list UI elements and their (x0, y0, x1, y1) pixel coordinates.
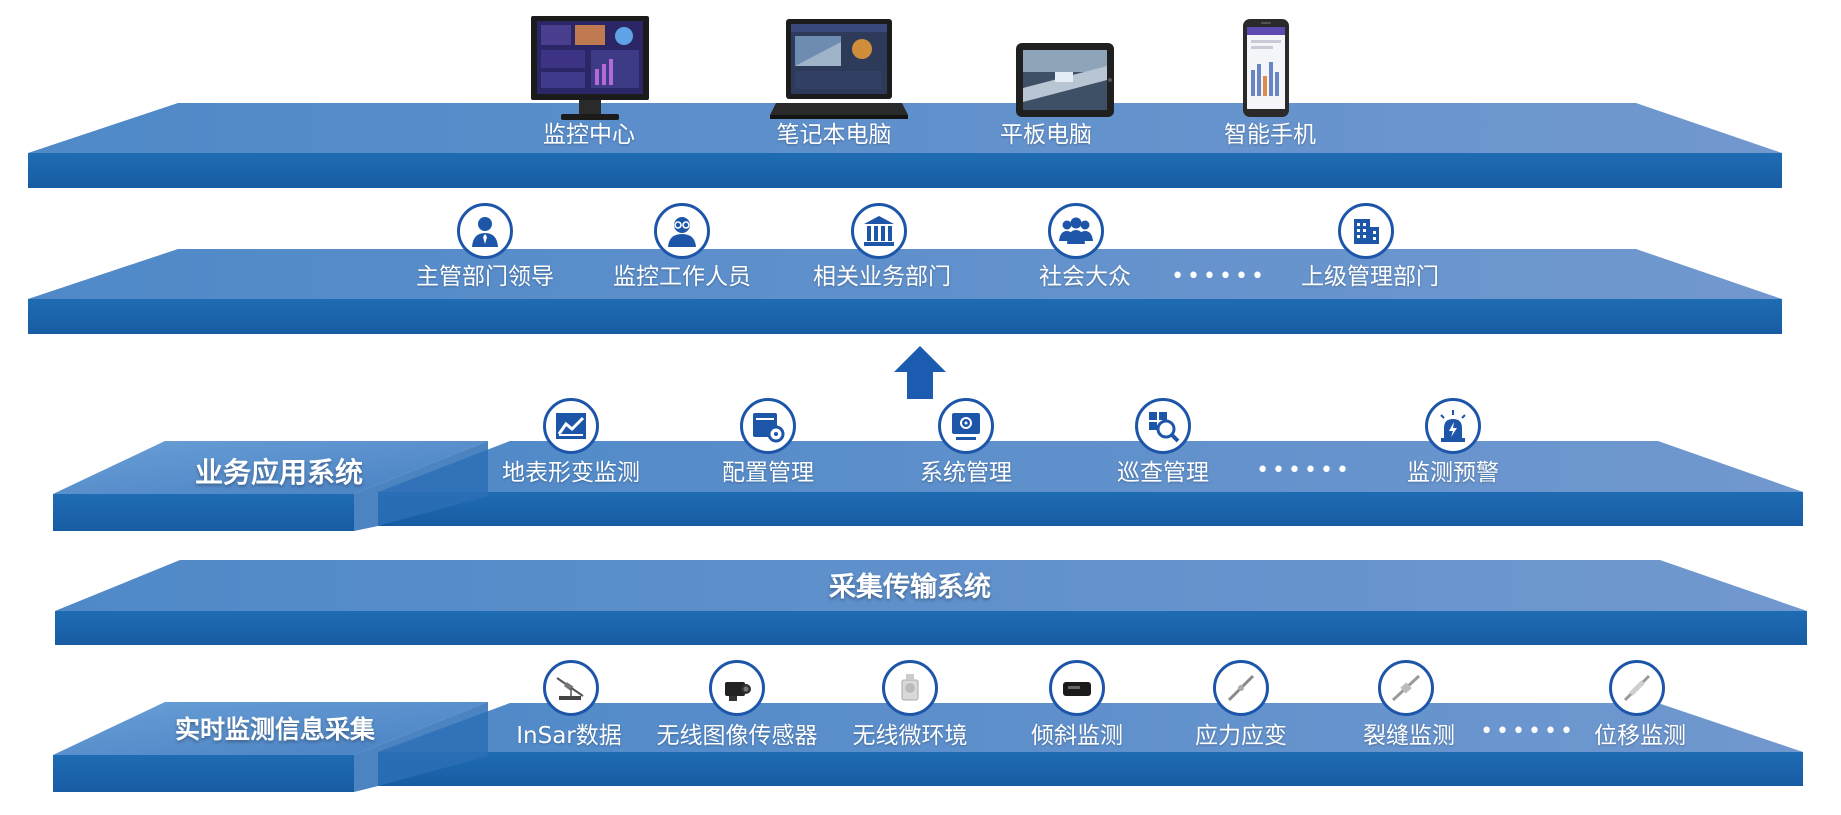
monitor-icon (529, 14, 651, 128)
upward-flow-arrow (894, 346, 946, 399)
collection-label-micro-env: 无线微环境 (852, 723, 968, 749)
staff-icon (654, 203, 710, 259)
collection-label-crack: 裂缝监测 (1363, 723, 1455, 749)
terminal-label-smartphone: 智能手机 (1224, 122, 1316, 148)
public-group-icon (1048, 203, 1104, 259)
crack-meter-icon (1378, 660, 1434, 716)
collection-ellipsis: •••••• (1480, 719, 1576, 744)
terminal-label-tablet: 平板电脑 (1000, 122, 1092, 148)
strain-gauge-icon (1213, 660, 1269, 716)
business-label-config: 配置管理 (722, 460, 814, 486)
config-gear-icon (740, 398, 796, 454)
collection-label-strain: 应力应变 (1195, 723, 1287, 749)
micro-env-sensor-icon (882, 660, 938, 716)
collection-label-camera: 无线图像传感器 (656, 723, 818, 749)
business-layer-title: 业务应用系统 (194, 456, 364, 489)
collection-label-tilt: 倾斜监测 (1031, 723, 1123, 749)
user-label-leader: 主管部门领导 (416, 264, 554, 290)
inspection-search-icon (1135, 398, 1191, 454)
collection-layer-title: 实时监测信息采集 (174, 715, 376, 744)
institution-icon (851, 203, 907, 259)
deformation-chart-icon (543, 398, 599, 454)
business-label-warning: 监测预警 (1407, 460, 1499, 486)
business-ellipsis: •••••• (1256, 458, 1352, 483)
users-platform (28, 249, 1782, 334)
user-label-staff: 监控工作人员 (613, 264, 751, 290)
tilt-sensor-icon (1049, 660, 1105, 716)
business-platform (53, 441, 1803, 531)
collection-label-displacement: 位移监测 (1594, 723, 1686, 749)
leader-icon (457, 203, 513, 259)
user-label-superior-dept: 上级管理部门 (1301, 264, 1439, 290)
terminal-label-monitor-center: 监控中心 (543, 122, 635, 148)
business-label-inspection: 巡查管理 (1117, 460, 1209, 486)
transmission-layer-title: 采集传输系统 (829, 572, 991, 603)
transmission-platform (55, 560, 1807, 645)
building-icon (1338, 203, 1394, 259)
insar-icon (543, 660, 599, 716)
smartphone-icon (1242, 18, 1290, 122)
displacement-sensor-icon (1609, 660, 1665, 716)
system-settings-icon (938, 398, 994, 454)
users-ellipsis: •••••• (1171, 264, 1267, 289)
business-label-deformation: 地表形变监测 (502, 460, 640, 486)
business-label-system: 系统管理 (920, 460, 1012, 486)
laptop-icon (770, 17, 908, 125)
camera-sensor-icon (709, 660, 765, 716)
terminal-label-laptop: 笔记本电脑 (776, 122, 892, 148)
user-label-public: 社会大众 (1039, 264, 1131, 290)
alarm-light-icon (1425, 398, 1481, 454)
tablet-icon (1015, 42, 1115, 122)
terminals-platform (28, 103, 1782, 188)
user-label-business-dept: 相关业务部门 (813, 264, 951, 290)
collection-label-insar: InSar数据 (516, 723, 622, 749)
